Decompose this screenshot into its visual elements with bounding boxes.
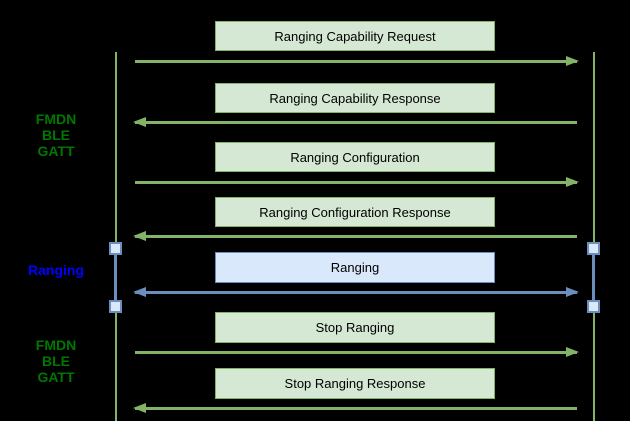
message-label: Stop Ranging bbox=[315, 320, 395, 335]
message-label: Ranging Configuration bbox=[290, 149, 420, 165]
lifeline-left bbox=[115, 52, 117, 421]
ranging-activation-segment-left bbox=[114, 248, 117, 308]
activation-marker-left-top bbox=[109, 242, 122, 255]
phase-label-line: BLE bbox=[42, 127, 70, 143]
activation-marker-right-top bbox=[587, 242, 600, 255]
phase-label-line: Ranging bbox=[28, 262, 84, 278]
phase-label-line: BLE bbox=[42, 353, 70, 369]
message-box-stop-ranging-response: Stop Ranging Response bbox=[215, 368, 495, 399]
arrow-bidirectional-icon bbox=[133, 287, 579, 297]
arrow-right-icon bbox=[135, 177, 579, 187]
message-box-stop-ranging: Stop Ranging bbox=[215, 312, 495, 343]
arrow-right-icon bbox=[135, 56, 579, 66]
message-label: Ranging Capability Response bbox=[269, 90, 441, 106]
phase-label-line: FMDN bbox=[35, 111, 77, 127]
message-label: Ranging Configuration Response bbox=[259, 204, 451, 220]
message-label: Stop Ranging Response bbox=[284, 376, 426, 391]
arrow-left-icon bbox=[133, 117, 577, 127]
phase-label-line: FMDN bbox=[35, 337, 77, 353]
phase-label-fmdn-ble-gatt-bottom: FMDN BLE GATT bbox=[8, 337, 104, 385]
arrow-right-icon bbox=[135, 347, 579, 357]
message-box-ranging-configuration-response: Ranging Configuration Response bbox=[215, 197, 495, 227]
message-label: Ranging Capability Request bbox=[274, 28, 436, 44]
arrow-left-icon bbox=[133, 403, 577, 413]
message-box-ranging-configuration: Ranging Configuration bbox=[215, 142, 495, 172]
message-label: Ranging bbox=[330, 260, 380, 275]
lifeline-right bbox=[593, 52, 595, 421]
phase-label-line: GATT bbox=[37, 369, 75, 385]
arrow-left-icon bbox=[133, 231, 577, 241]
phase-label-ranging: Ranging bbox=[8, 262, 104, 278]
message-box-ranging-capability-response: Ranging Capability Response bbox=[215, 83, 495, 113]
phase-label-fmdn-ble-gatt-top: FMDN BLE GATT bbox=[8, 111, 104, 159]
message-box-ranging-capability-request: Ranging Capability Request bbox=[215, 21, 495, 51]
phase-label-line: GATT bbox=[37, 143, 75, 159]
activation-marker-left-bottom bbox=[109, 300, 122, 313]
message-box-ranging: Ranging bbox=[215, 252, 495, 283]
ranging-activation-segment-right bbox=[592, 248, 595, 308]
activation-marker-right-bottom bbox=[587, 300, 600, 313]
